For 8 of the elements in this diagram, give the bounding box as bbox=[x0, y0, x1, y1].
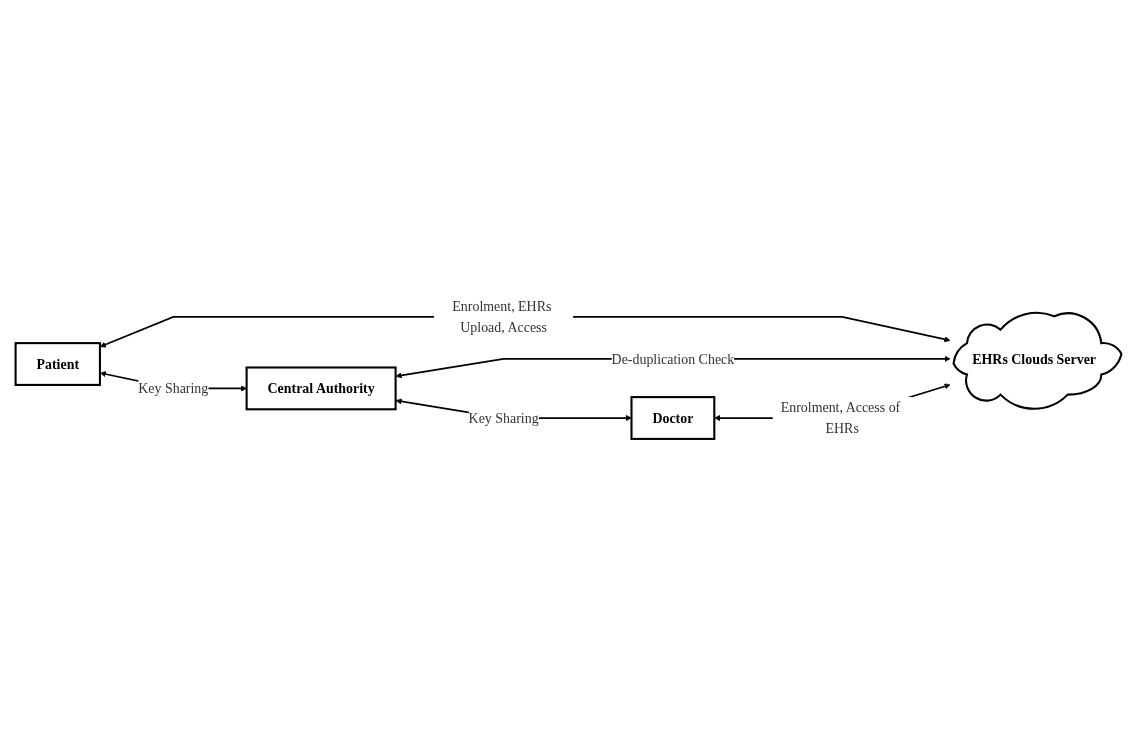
edge-label: De-duplication Check bbox=[611, 351, 735, 367]
node-box: Patient bbox=[14, 342, 101, 386]
edge-label: Enrolment, Access of EHRs bbox=[780, 399, 901, 437]
edge-label: Key Sharing bbox=[468, 410, 539, 426]
node-box: Central Authority bbox=[245, 366, 397, 411]
node-box: Doctor bbox=[630, 396, 716, 440]
edge-label: Key Sharing bbox=[138, 380, 209, 397]
edge-label: Enrolment, EHRs Upload, Access bbox=[452, 298, 552, 336]
